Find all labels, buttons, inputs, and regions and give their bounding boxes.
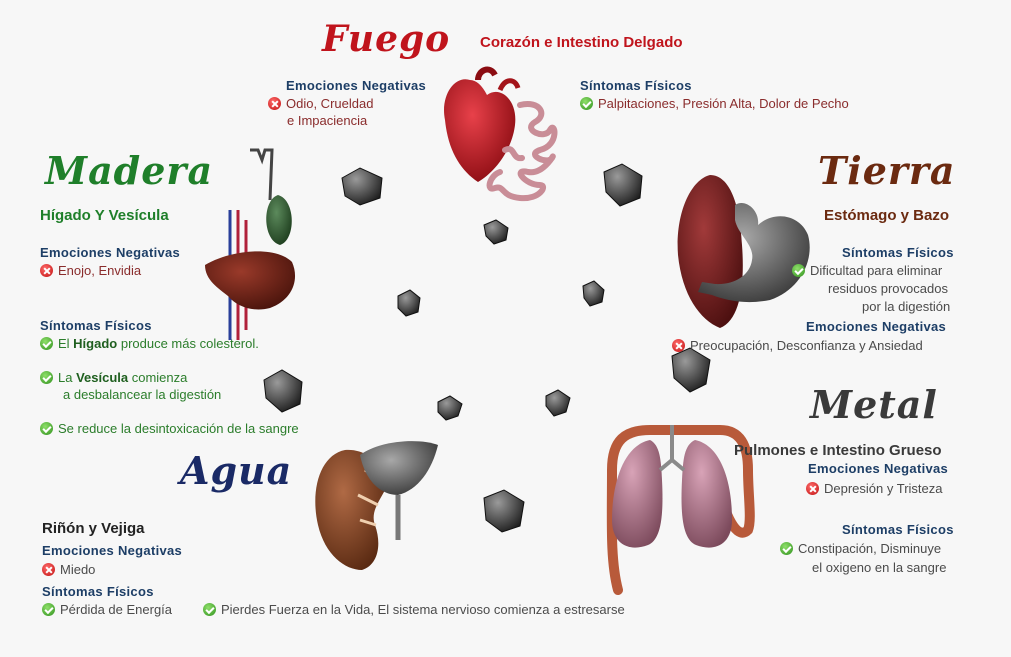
metal-emociones-item: Depresión y Tristeza: [806, 480, 943, 497]
negative-icon: [42, 563, 55, 576]
agua-sintomas-label: Síntomas Físicos: [42, 584, 154, 599]
madera-sintomas-label: Síntomas Físicos: [40, 318, 152, 333]
fuego-sintomas-item: Palpitaciones, Presión Alta, Dolor de Pe…: [580, 95, 849, 112]
metal-emociones-label: Emociones Negativas: [808, 461, 949, 476]
agua-emociones-item: Miedo: [42, 561, 95, 578]
metal-organs: Pulmones e Intestino Grueso: [734, 442, 942, 459]
fuego-sintomas-label: Síntomas Físicos: [580, 78, 692, 93]
negative-icon: [672, 339, 685, 352]
agua-organs: Riñón y Vejiga: [42, 520, 145, 537]
stomach-illustration: [698, 202, 810, 303]
positive-icon: [780, 542, 793, 555]
positive-icon: [40, 422, 53, 435]
fuego-title: Fuego: [322, 18, 451, 60]
large-intestine-illustration: [606, 425, 755, 595]
cycle-stones: [263, 163, 711, 533]
madera-title: Madera: [45, 148, 214, 193]
tierra-sintomas-item: Dificultad para eliminar: [792, 262, 942, 279]
agua-title: Agua: [180, 448, 293, 493]
madera-emociones-label: Emociones Negativas: [40, 245, 181, 260]
bladder-illustration: [360, 441, 438, 540]
negative-icon: [40, 264, 53, 277]
metal-sintomas-item-cont: el oxigeno en la sangre: [812, 560, 947, 575]
metal-sintomas-label: Síntomas Físicos: [842, 522, 954, 537]
madera-organs: Hígado Y Vesícula: [40, 207, 169, 224]
madera-sintomas-item-2: La Vesícula comienza: [40, 369, 187, 386]
positive-icon: [792, 264, 805, 277]
tierra-organs: Estómago y Bazo: [824, 207, 950, 224]
spleen-illustration: [677, 175, 743, 328]
liver-illustration: [205, 251, 296, 310]
heart-illustration: [444, 66, 521, 182]
fuego-emociones-item-cont: e Impaciencia: [287, 113, 368, 128]
positive-icon: [42, 603, 55, 616]
positive-icon: [580, 97, 593, 110]
lungs-illustration: [612, 425, 732, 548]
agua-sintomas-item-1: Pérdida de Energía: [42, 601, 172, 618]
madera-emociones-item: Enojo, Envidia: [40, 262, 141, 279]
gallbladder-illustration: [250, 148, 292, 245]
small-intestine-illustration: [486, 101, 558, 202]
tierra-title: Tierra: [818, 148, 956, 193]
positive-icon: [203, 603, 216, 616]
metal-sintomas-item: Constipación, Disminuye: [780, 540, 941, 557]
tierra-emociones-item: Preocupación, Desconfianza y Ansiedad: [672, 337, 923, 354]
madera-sintomas-item-1: El Hígado produce más colesterol.: [40, 335, 259, 352]
tierra-sintomas-item-cont-2: por la digestión: [862, 299, 951, 314]
fuego-emociones-label: Emociones Negativas: [286, 78, 427, 93]
tierra-emociones-label: Emociones Negativas: [806, 319, 947, 334]
tierra-sintomas-item-cont-1: residuos provocados: [828, 281, 948, 296]
positive-icon: [40, 371, 53, 384]
negative-icon: [806, 482, 819, 495]
metal-title: Metal: [810, 382, 938, 427]
agua-sintomas-item-2: Pierdes Fuerza en la Vida, El sistema ne…: [203, 601, 625, 618]
fuego-emociones-item: Odio, Crueldad: [268, 95, 373, 112]
negative-icon: [268, 97, 281, 110]
positive-icon: [40, 337, 53, 350]
madera-sintomas-item-2-cont: a desbalancear la digestión: [63, 387, 222, 402]
fuego-organs: Corazón e Intestino Delgado: [480, 34, 683, 51]
tierra-sintomas-label: Síntomas Físicos: [842, 245, 954, 260]
agua-emociones-label: Emociones Negativas: [42, 543, 183, 558]
madera-sintomas-item-3: Se reduce la desintoxicación de la sangr…: [40, 420, 299, 437]
